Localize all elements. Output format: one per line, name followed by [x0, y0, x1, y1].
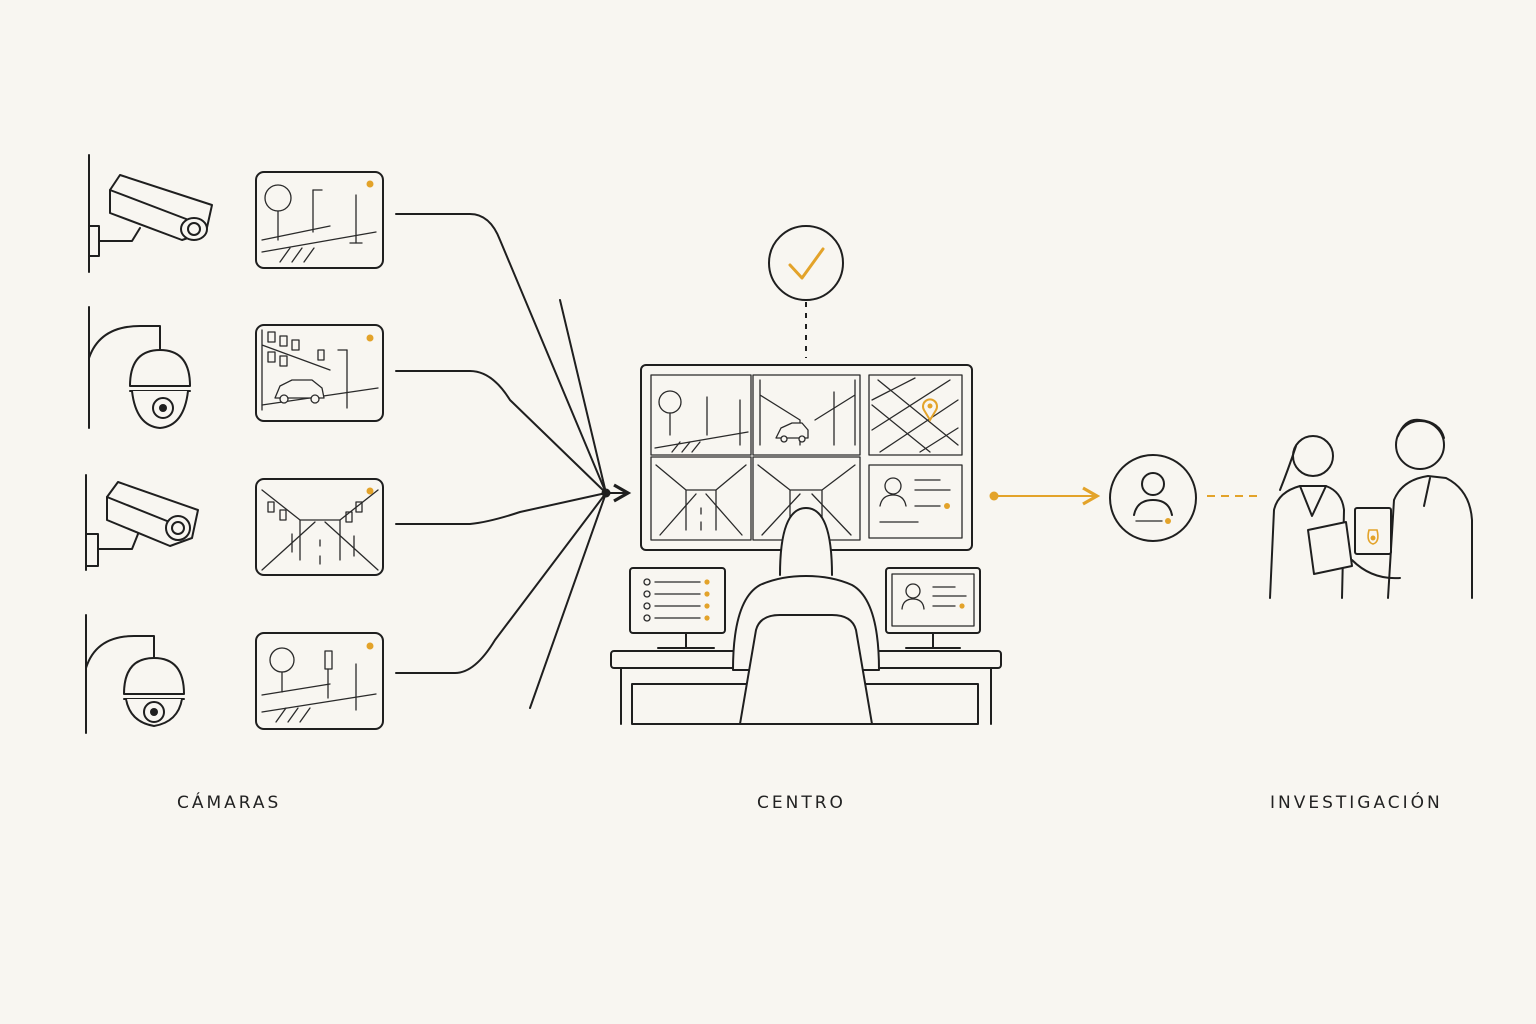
profile-monitor — [885, 567, 981, 649]
camera-feed-thumbnail — [255, 171, 384, 269]
investigators — [1269, 418, 1473, 599]
task-list-monitor — [629, 567, 726, 649]
camera-feed-thumbnail — [255, 324, 384, 422]
video-wall-monitor — [640, 364, 973, 551]
investigation-label: INVESTIGACIÓN — [1270, 793, 1443, 813]
person-icon — [1109, 454, 1197, 542]
camera-feed-thumbnail — [255, 478, 384, 576]
bullet-camera-icon — [88, 154, 213, 273]
camera-feed-thumbnail — [255, 632, 384, 730]
bullet-camera-icon — [85, 474, 199, 571]
dome-camera-icon — [88, 306, 191, 429]
center-label: CENTRO — [757, 793, 846, 813]
cameras-label: CÁMARAS — [177, 793, 282, 813]
checkmark-icon — [768, 225, 844, 301]
dome-camera-icon — [85, 614, 185, 734]
output-arrow — [989, 486, 1101, 506]
feed-connection-lines — [395, 213, 632, 709]
operator-person — [732, 507, 880, 725]
